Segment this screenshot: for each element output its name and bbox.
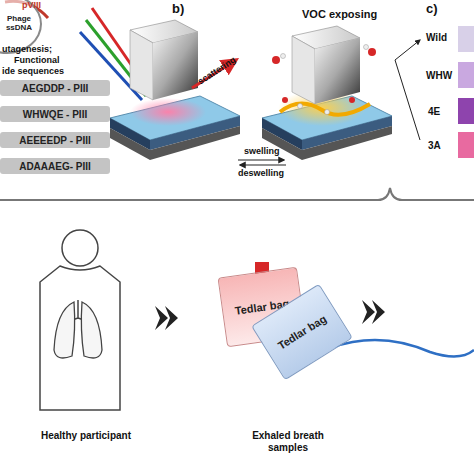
figure-label: ide sequences: [2, 66, 64, 76]
node-text: Phage ssDNA: [2, 15, 36, 33]
figure-label: Exhaled breath samples: [238, 430, 338, 453]
sequence-box: AEGDDP - PIII: [0, 80, 110, 96]
figure-label: pVIII: [22, 0, 41, 10]
figure-label: scattering: [196, 55, 238, 87]
node-text: WHWQE - PIII: [23, 109, 87, 120]
figure-label: WHW: [426, 70, 452, 82]
sequence-box: ADAAAEG- PIII: [0, 158, 110, 174]
node-text: AEEEEDP - PIII: [19, 135, 91, 146]
sequence-box: WHWQE - PIII: [0, 106, 110, 122]
figure-label: swelling: [244, 146, 280, 156]
figure-label: Wild: [426, 32, 447, 44]
figure-label: 3A: [428, 140, 441, 152]
node-text: ADAAAEG- PIII: [19, 161, 91, 172]
figure-label: deswelling: [238, 168, 284, 178]
node-text: AEGDDP - PIII: [22, 83, 89, 94]
figure-label: VOC exposing: [302, 8, 377, 21]
figure-label: Healthy participant: [40, 430, 132, 442]
figure-label: 4E: [428, 106, 440, 118]
node-text: Tedlar bag: [273, 311, 330, 353]
figure-label: Functional: [14, 55, 60, 65]
figure-label: b): [172, 2, 184, 17]
figure-label: c): [426, 2, 438, 17]
sequence-box: AEEEEDP - PIII: [0, 132, 110, 148]
figure-label: utagenesis;: [2, 44, 52, 54]
